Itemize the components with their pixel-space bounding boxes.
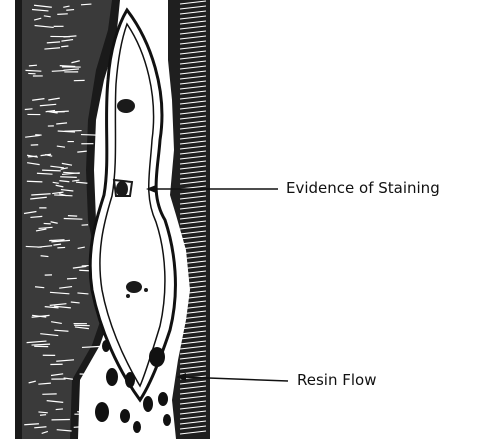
bark-texture-stroke [61,46,68,47]
bark-texture-stroke [67,278,77,279]
right-bark [168,0,210,439]
bark-texture-stroke [41,256,49,257]
bark-texture-stroke [68,216,77,217]
staining-leader [146,185,278,193]
bark-texture-stroke [56,409,63,410]
bark-texture-stroke [81,4,91,5]
bark-texture-stroke [29,65,37,66]
bark-texture-stroke [26,246,42,247]
bark-texture-stroke [81,135,99,136]
bark-texture-stroke [57,14,68,15]
bark-texture-stroke [25,109,33,110]
label-evidence-of-staining: Evidence of Staining [286,181,440,196]
bark-texture-stroke [66,10,74,11]
label-resin-flow: Resin Flow [297,373,376,388]
bark-texture-stroke [27,181,43,182]
bark-texture-stroke [64,219,83,220]
bark-texture-stroke [42,170,61,171]
bark-texture-stroke [77,412,88,414]
bark-texture-stroke [60,66,76,67]
bark-texture-stroke [80,374,96,375]
bark-texture-stroke [40,415,46,416]
bark-texture-stroke [82,387,91,388]
bark-texture-stroke [52,71,65,72]
bark-texture-stroke [25,70,41,71]
bark-texture-stroke [60,177,77,178]
